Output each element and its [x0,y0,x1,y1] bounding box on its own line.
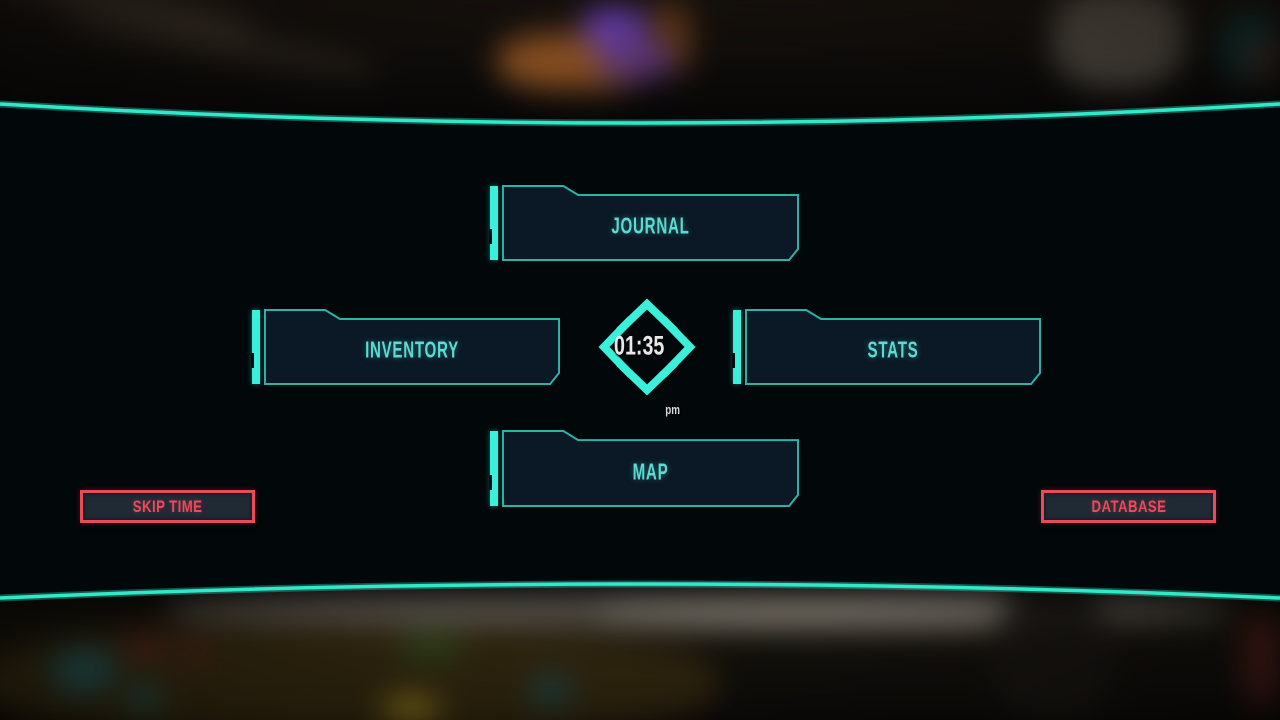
folder-panel-shape [264,309,560,385]
map-button[interactable]: MAP [489,430,799,507]
journal-button-label: JOURNAL [611,214,690,239]
bg-teal-dot-blur [52,650,114,692]
bg-yellow-blur [382,696,440,720]
chevron-left-icon [598,316,634,378]
stats-button[interactable]: STATS [732,309,1041,385]
database-button-label: DATABASE [1091,496,1166,516]
journal-accent-bar [489,186,498,260]
folder-panel-shape [502,185,799,261]
stats-button-label: STATS [867,338,919,363]
direction-chevrons [598,298,696,396]
bg-purple-item-blur [598,40,672,80]
skip-time-button-label: SKIP TIME [132,496,203,516]
stats-accent-bar [732,310,741,384]
bg-green-blur [398,630,462,662]
map-accent-bar [489,431,498,506]
inventory-button-label: INVENTORY [365,338,459,363]
bg-teal-dot-blur [128,685,160,711]
bg-red-blur [1242,36,1280,80]
folder-panel-shape [502,430,799,507]
bg-pillar-blur [992,594,1114,720]
bg-red-dot-blur [182,640,209,662]
inventory-button[interactable]: INVENTORY [251,309,560,385]
map-button-label: MAP [632,459,669,485]
bg-light-patch-blur [1052,0,1184,88]
database-button[interactable]: DATABASE [1041,490,1216,523]
folder-panel-shape [745,309,1041,385]
bg-red-dot-blur [128,634,160,658]
bg-teal-dot-blur [532,675,570,705]
clock-meridiem: pm [665,402,680,418]
bg-ground-blur [0,628,718,720]
inventory-accent-bar [251,310,260,384]
clock-time-value: 01:35 [614,331,665,362]
skip-time-button[interactable]: SKIP TIME [80,490,255,523]
clock-time: 01:35 pm [591,272,703,422]
journal-button[interactable]: JOURNAL [489,185,799,261]
bg-red-blur [1242,614,1280,708]
clock-widget: 01:35 pm [579,279,715,417]
